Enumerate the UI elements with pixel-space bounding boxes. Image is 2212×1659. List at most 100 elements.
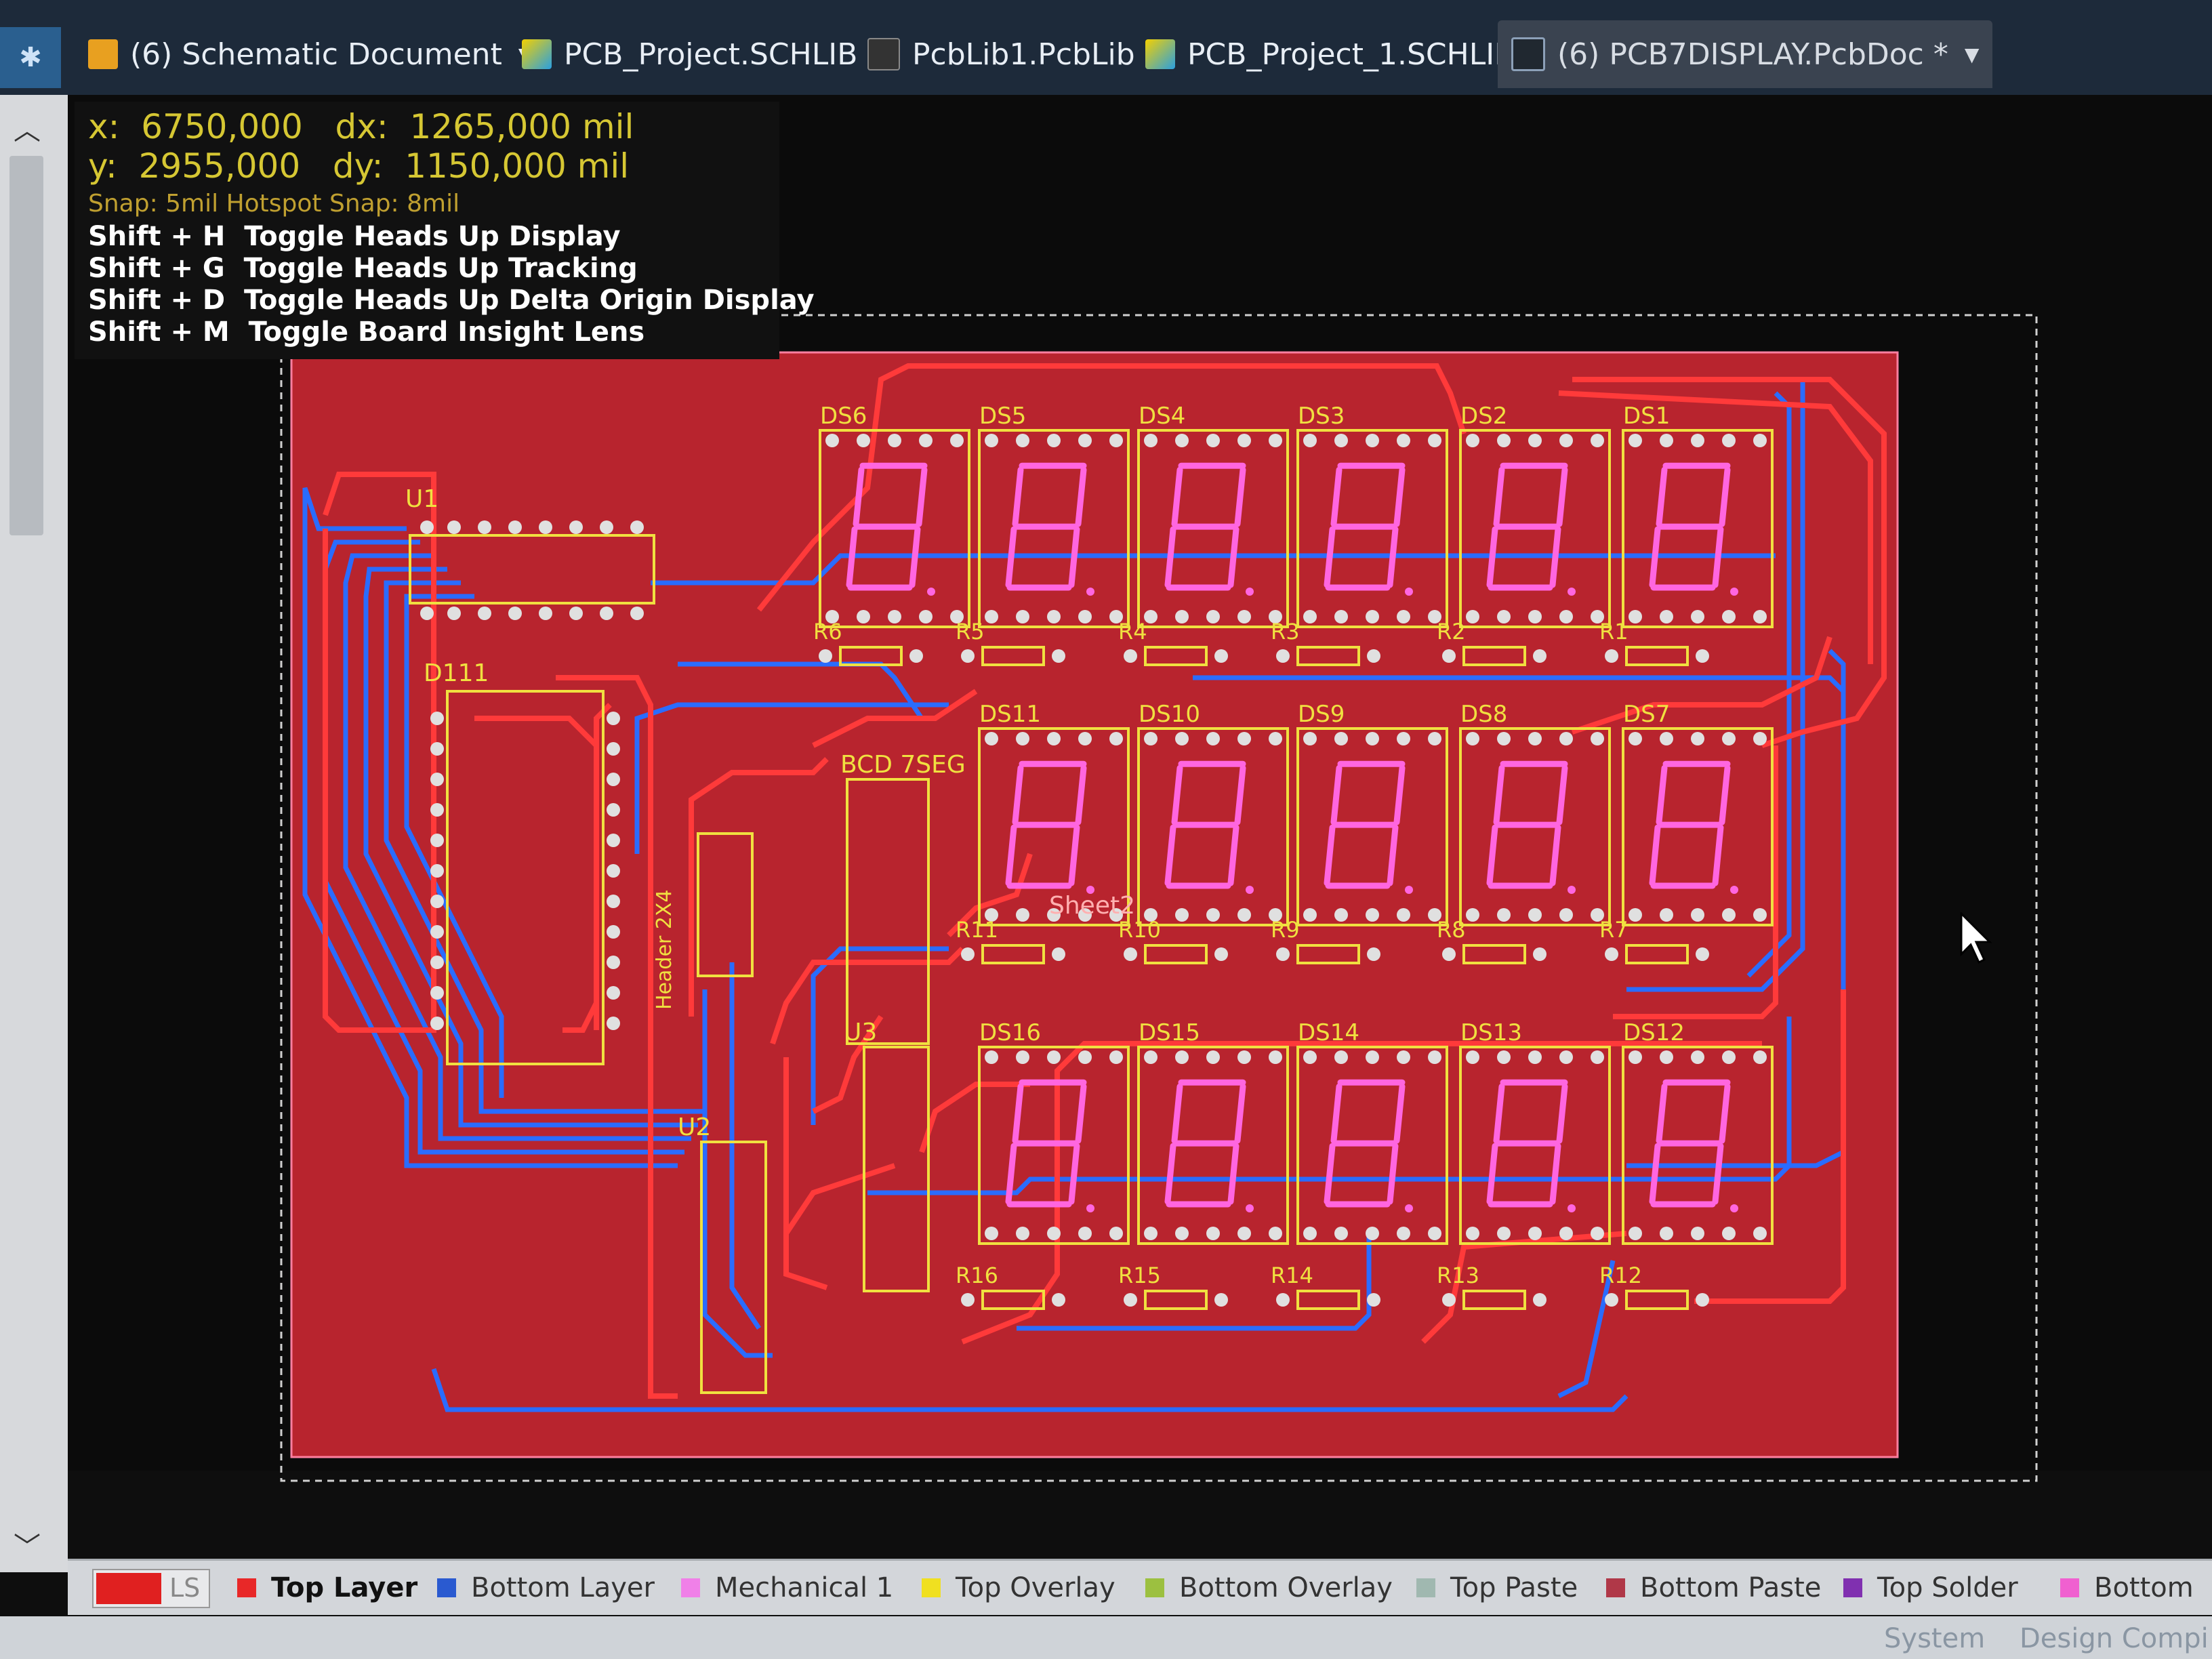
scroll-down-icon[interactable]: ﹀ (14, 1532, 41, 1563)
digit-segments (1649, 1079, 1731, 1208)
pad (1334, 1227, 1348, 1240)
pad (1334, 1050, 1348, 1064)
shortcut-action: Toggle Heads Up Display (244, 221, 621, 252)
pad (1175, 908, 1189, 922)
pad (1629, 1050, 1642, 1064)
layer-tab-bottom-paste[interactable]: Bottom Paste (1606, 1568, 1821, 1608)
pad (1533, 947, 1547, 961)
pad (1753, 1050, 1767, 1064)
pad (1605, 1293, 1618, 1307)
tab-pcb-project-1-schlib[interactable]: PCB_Project_1.SCHLIB (1145, 20, 1515, 88)
tab-schematic-document[interactable]: (6) Schematic Document ▼ (88, 20, 533, 88)
decimal-point (1568, 1204, 1576, 1212)
pad (1591, 434, 1604, 447)
chevron-down-icon[interactable]: ▼ (1964, 43, 1980, 66)
pad (607, 864, 620, 878)
pad (1605, 649, 1618, 663)
resistor-label: R6 (813, 619, 842, 644)
header-2x4-footprint: Header 2X4 (653, 832, 754, 1010)
pad (1047, 1227, 1061, 1240)
layer-tab-bottom-layer[interactable]: Bottom Layer (437, 1568, 655, 1608)
resistor-label: R8 (1437, 917, 1466, 943)
pad (1303, 1227, 1317, 1240)
pad (1591, 908, 1604, 922)
display-label: DS2 (1460, 403, 1507, 430)
tab-pcblib1[interactable]: PcbLib1.PcbLib (867, 20, 1135, 88)
pad (1078, 908, 1092, 922)
layer-color-swatch (237, 1578, 256, 1597)
layer-tab-top-solder[interactable]: Top Solder (1843, 1568, 2018, 1608)
schlib-icon (522, 39, 552, 69)
display-outline (978, 1046, 1130, 1245)
pad (1016, 908, 1029, 922)
pad (1660, 732, 1673, 745)
pad (1629, 610, 1642, 623)
layer-tab-top-layer[interactable]: Top Layer (237, 1568, 417, 1608)
pad (1334, 908, 1348, 922)
pad (1078, 434, 1092, 447)
pad (1466, 434, 1479, 447)
pad (1269, 434, 1282, 447)
pad (1591, 732, 1604, 745)
digit-segments (1324, 462, 1406, 591)
u1-footprint: U1 (405, 485, 655, 620)
layer-color-swatch (437, 1578, 456, 1597)
layer-tab-top-paste[interactable]: Top Paste (1416, 1568, 1578, 1608)
pad (1722, 610, 1736, 623)
display-outline (1622, 727, 1774, 926)
seven-seg-display: DS8 (1459, 701, 1611, 926)
resistor: R8 (1437, 917, 1547, 964)
vertical-scrollbar[interactable]: ︿ ﹀ (0, 95, 68, 1572)
d111-label: D111 (424, 659, 489, 687)
tab-pcb-project-schlib[interactable]: PCB_Project.SCHLIB (522, 20, 857, 88)
hud-dx-label: dx: (335, 107, 388, 146)
design-compiler-panel-button[interactable]: Design Compi (2020, 1623, 2209, 1654)
pad (1497, 1227, 1511, 1240)
pad (1206, 908, 1220, 922)
pad (1047, 908, 1061, 922)
digit-segments (1164, 1079, 1246, 1208)
digit-segments (1324, 760, 1406, 889)
hud-y-line: y: 2955,000 dy: 1150,000 mil (88, 146, 629, 186)
pad (1660, 908, 1673, 922)
layer-set-label: LS (169, 1573, 201, 1603)
pad (1428, 610, 1441, 623)
pad (1559, 732, 1573, 745)
display-outline (1459, 429, 1611, 628)
resistor-body (1296, 1290, 1360, 1310)
resistor-body (839, 646, 903, 666)
layer-tab-top-overlay[interactable]: Top Overlay (922, 1568, 1115, 1608)
layer-label: Top Overlay (956, 1572, 1115, 1603)
layer-label: Top Paste (1450, 1572, 1578, 1603)
pad (857, 434, 870, 447)
shortcut-action: Toggle Heads Up Delta Origin Display (243, 285, 815, 316)
pcbdoc-icon (1511, 37, 1545, 71)
pad (1533, 1293, 1547, 1307)
seven-seg-display: DS1 (1622, 403, 1774, 628)
layer-set-button[interactable]: LS (92, 1569, 210, 1608)
tab-pcb7display-pcbdoc[interactable]: (6) PCB7DISPLAY.PcbDoc * ▼ (1498, 20, 1993, 88)
digit-segments (1486, 760, 1568, 889)
pad (430, 834, 444, 847)
document-tab-bar: ✱ (6) Schematic Document ▼ PCB_Project.S… (0, 0, 2212, 98)
pad (1078, 732, 1092, 745)
layer-tab-bottom[interactable]: Bottom (2060, 1568, 2194, 1608)
resistor-body (981, 646, 1045, 666)
layer-tab-mechanical-1[interactable]: Mechanical 1 (681, 1568, 893, 1608)
pad (1629, 908, 1642, 922)
resistor-label: R15 (1118, 1263, 1161, 1288)
decimal-point (1246, 588, 1254, 596)
resistor-label: R4 (1118, 619, 1147, 644)
shortcut-keys: Shift + H (88, 221, 226, 252)
pad (1559, 1050, 1573, 1064)
layer-tab-bar: LS Top Layer Bottom Layer Mechanical 1 T… (68, 1559, 2212, 1615)
seven-seg-display: DS12 (1622, 1019, 1774, 1245)
pin-icon[interactable]: ✱ (0, 27, 61, 88)
scroll-up-icon[interactable]: ︿ (14, 115, 41, 146)
system-panel-button[interactable]: System (1884, 1623, 1986, 1654)
layer-tab-bottom-overlay[interactable]: Bottom Overlay (1145, 1568, 1393, 1608)
pad (1269, 1050, 1282, 1064)
scrollbar-thumb[interactable] (9, 156, 43, 535)
resistor-label: R3 (1271, 619, 1300, 644)
